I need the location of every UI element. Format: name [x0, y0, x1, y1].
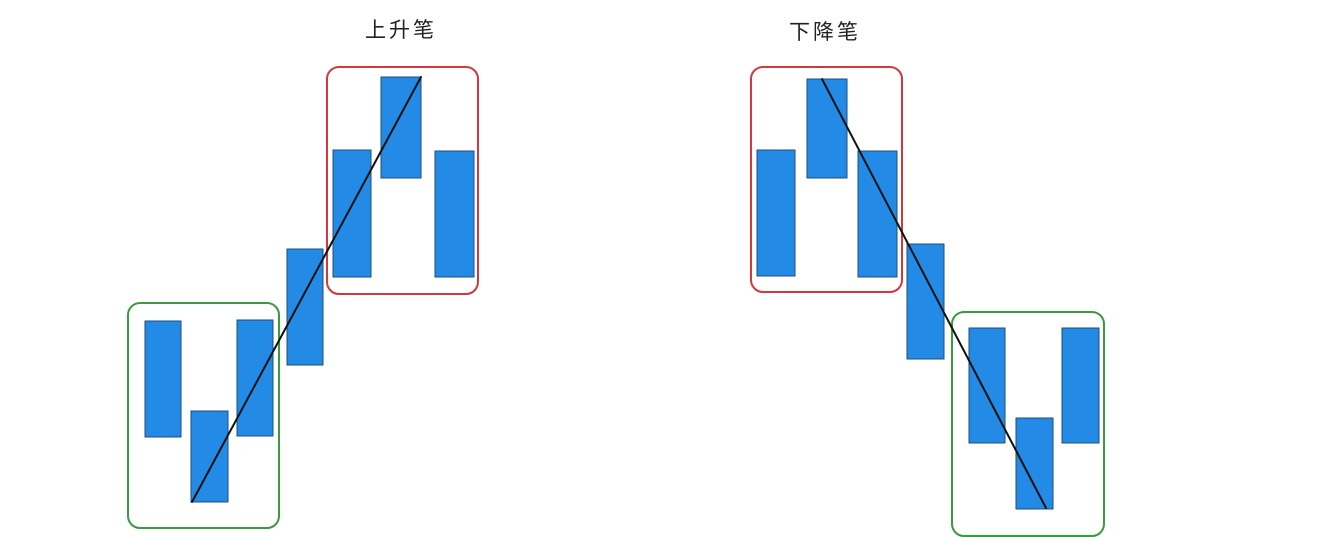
down-bar-6	[1015, 417, 1054, 510]
up-bottom-fractal-frame	[127, 302, 280, 529]
up-stroke-diagram: 上升笔	[127, 18, 479, 529]
down-bar-2	[806, 78, 848, 179]
up-bar-4	[286, 248, 324, 366]
up-stroke-title: 上升笔	[365, 18, 437, 42]
up-bar-7	[434, 150, 475, 278]
down-stroke-title: 下降笔	[789, 20, 861, 44]
down-bar-5	[968, 327, 1006, 444]
down-top-fractal-frame	[750, 66, 903, 293]
down-bottom-fractal-frame	[951, 311, 1105, 537]
up-bar-6	[380, 76, 422, 179]
up-top-fractal-frame	[326, 66, 479, 295]
down-bar-7	[1061, 327, 1100, 444]
up-bar-1	[144, 320, 182, 438]
down-stroke-diagram: 下降笔	[750, 20, 1105, 537]
up-bar-5	[332, 149, 372, 278]
up-bar-3	[236, 319, 274, 437]
up-stroke-line	[191, 76, 422, 503]
down-bar-1	[756, 149, 796, 277]
down-stroke-line	[821, 78, 1047, 509]
up-bar-2	[190, 410, 229, 503]
down-bar-3	[857, 150, 898, 278]
